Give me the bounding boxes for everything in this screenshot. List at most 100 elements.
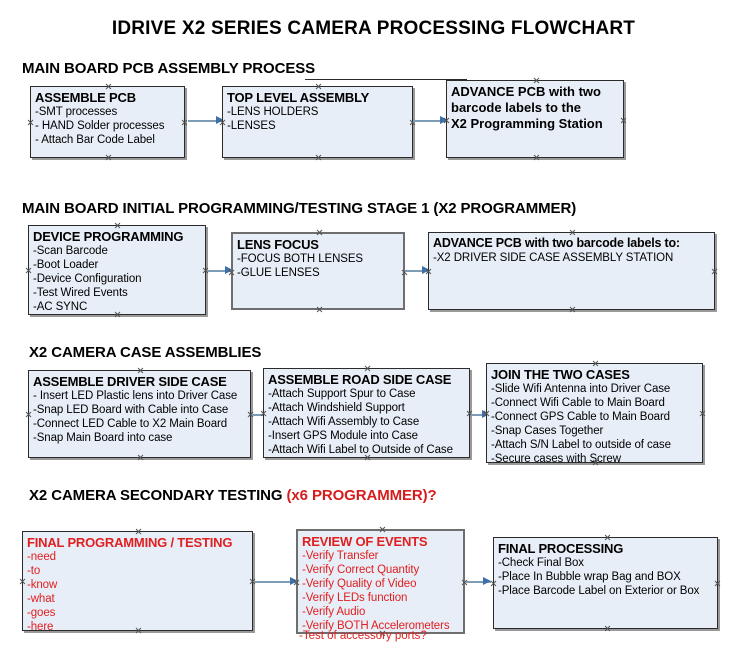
box-lens-focus-items: -FOCUS BOTH LENSES -GLUE LENSES [237, 252, 399, 280]
list-item: -Boot Loader [33, 259, 99, 271]
list-item: -SMT processes [35, 106, 118, 118]
connector-handle-right [181, 119, 188, 126]
arrow-device-programming-to-lens-focus [208, 266, 233, 275]
guide-line [305, 79, 467, 80]
connector-handle-bottom [604, 625, 611, 632]
box-device-programming[interactable]: DEVICE PROGRAMMING -Scan Barcode -Boot L… [28, 225, 206, 315]
connector-handle-bottom [137, 454, 144, 461]
arrow-final-programming-to-review-events [255, 577, 298, 586]
list-item: -Verify Quality of Video [302, 578, 417, 590]
list-item: -Verify LEDs function [302, 592, 408, 604]
list-item: -Connect LED Cable to X2 Main Board [33, 418, 228, 430]
list-item: -Attach Windshield Support [268, 402, 405, 414]
box-final-processing[interactable]: FINAL PROCESSING -Check Final Box -Place… [493, 537, 718, 629]
box-join-the-two-cases-title: JOIN THE TWO CASES [491, 367, 630, 382]
list-item: -know [27, 579, 58, 591]
connector-handle-left [25, 411, 32, 418]
box-assemble-road-side-case[interactable]: ASSEMBLE ROAD SIDE CASE -Attach Support … [263, 368, 470, 458]
arrow-head [216, 116, 224, 124]
box-top-level-assembly-title: TOP LEVEL ASSEMBLY [227, 90, 370, 105]
list-item: -GLUE LENSES [237, 267, 320, 279]
list-item: -here [27, 621, 54, 633]
list-item: -Verify Correct Quantity [302, 564, 420, 576]
arrow-top-level-to-advance-pcb [413, 116, 448, 125]
box-final-programming-testing-items: -need -to -know -what -goes -here [27, 550, 248, 634]
box-lens-focus[interactable]: LENS FOCUS -FOCUS BOTH LENSES -GLUE LENS… [231, 232, 405, 310]
box-review-of-events-items: -Verify Transfer -Verify Correct Quantit… [302, 549, 459, 633]
box-review-of-events[interactable]: REVIEW OF EVENTS -Verify Transfer -Verif… [296, 529, 465, 634]
list-item: -Check Final Box [498, 557, 584, 569]
list-item: -goes [27, 607, 56, 619]
arrow-shaft [413, 120, 448, 122]
connector-handle-bottom [316, 306, 323, 313]
box-advance-pcb-driver-side[interactable]: ADVANCE PCB with two barcode labels to: … [428, 232, 715, 310]
list-item: -Place In Bubble wrap Bag and BOX [498, 571, 681, 583]
list-item: -Snap Cases Together [491, 425, 604, 437]
section-heading-1-label: MAIN BOARD PCB ASSEMBLY PROCESS [22, 60, 316, 77]
connector-handle-left [19, 578, 26, 585]
list-item: -what [27, 593, 55, 605]
connector-handle-top [114, 222, 121, 229]
section-heading-3-label: X2 CAMERA CASE ASSEMBLIES [29, 344, 262, 361]
box-final-programming-testing[interactable]: FINAL PROGRAMMING / TESTING -need -to -k… [19, 531, 253, 634]
box-final-programming-testing-title: FINAL PROGRAMMING / TESTING [27, 535, 233, 550]
list-item: - Insert LED Plastic lens into Driver Ca… [33, 390, 238, 402]
list-item: -Attach Wifi Assembly to Case [268, 416, 420, 428]
section-heading-3: X2 CAMERA CASE ASSEMBLIES [29, 344, 261, 361]
box-top-level-assembly[interactable]: TOP LEVEL ASSEMBLY -LENS HOLDERS -LENSES [222, 86, 413, 158]
box-device-programming-items: -Scan Barcode -Boot Loader -Device Confi… [33, 244, 201, 314]
box-advance-pcb-line-3: X2 Programming Station [451, 116, 603, 131]
connector-handle-left [27, 119, 34, 126]
box-top-level-assembly-items: -LENS HOLDERS -LENSES [227, 105, 408, 133]
box-final-processing-items: -Check Final Box -Place In Bubble wrap B… [498, 556, 713, 598]
arrow-assemble-pcb-to-top-level [188, 116, 224, 125]
list-item: - HAND Solder processes [35, 120, 165, 132]
box-review-of-events-overflow-item: -Test of accessory ports? [299, 630, 427, 642]
list-item: -LENS HOLDERS [227, 106, 319, 118]
box-device-programming-title: DEVICE PROGRAMMING [33, 229, 184, 244]
list-item: -AC SYNC [33, 301, 88, 313]
list-item: -need [27, 551, 56, 563]
arrow-head [440, 116, 448, 124]
arrow-shaft [188, 120, 224, 122]
list-item: -Test Wired Events [33, 287, 128, 299]
connector-handle-top [533, 77, 540, 84]
list-item: -Verify Audio [302, 606, 366, 618]
box-join-the-two-cases[interactable]: JOIN THE TWO CASES -Slide Wifi Antenna i… [486, 360, 706, 465]
box-advance-pcb-driver-side-title: ADVANCE PCB with two barcode labels to: [433, 236, 680, 250]
arrow-head [483, 577, 491, 585]
connector-handle-right [699, 410, 706, 417]
connector-handle-right [620, 117, 627, 124]
connector-handle-top [604, 534, 611, 541]
connector-handle-left [490, 580, 497, 587]
box-advance-pcb-programming-station[interactable]: ADVANCE PCB with two barcode labels to t… [446, 80, 624, 158]
connector-handle-top [592, 360, 599, 367]
arrow-head [290, 577, 298, 585]
arrow-shaft [466, 581, 491, 583]
list-item: -Slide Wifi Antenna into Driver Case [491, 383, 671, 395]
box-advance-pcb-driver-side-items: -X2 DRIVER SIDE CASE ASSEMBLY STATION [433, 251, 710, 265]
list-item: -Connect GPS Cable to Main Board [491, 411, 670, 423]
list-item: -Attach Support Spur to Case [268, 388, 416, 400]
list-item: -Scan Barcode [33, 245, 108, 257]
connector-handle-right [711, 268, 718, 275]
box-final-processing-title: FINAL PROCESSING [498, 541, 624, 556]
box-assemble-pcb-title: ASSEMBLE PCB [35, 90, 136, 105]
connector-handle-top [316, 229, 323, 236]
box-assemble-driver-side-case[interactable]: ASSEMBLE DRIVER SIDE CASE - Insert LED P… [28, 370, 251, 458]
arrow-head [422, 266, 430, 274]
box-assemble-driver-side-case-title: ASSEMBLE DRIVER SIDE CASE [33, 374, 227, 389]
box-lens-focus-title: LENS FOCUS [237, 237, 319, 252]
list-item: -Connect Wifi Cable to Main Board [491, 397, 665, 409]
connector-handle-right [714, 580, 721, 587]
list-item: -to [27, 565, 41, 577]
list-item: -Attach S/N Label to outside of case [491, 439, 671, 451]
list-item: -LENSES [227, 120, 276, 132]
connector-handle-top [315, 83, 322, 90]
list-item: -Snap LED Board with Cable into Case [33, 404, 229, 416]
connector-handle-top [137, 367, 144, 374]
box-assemble-pcb[interactable]: ASSEMBLE PCB -SMT processes - HAND Solde… [30, 86, 185, 158]
box-advance-pcb-line-2: barcode labels to the [451, 100, 582, 115]
connector-handle-bottom [569, 306, 576, 313]
